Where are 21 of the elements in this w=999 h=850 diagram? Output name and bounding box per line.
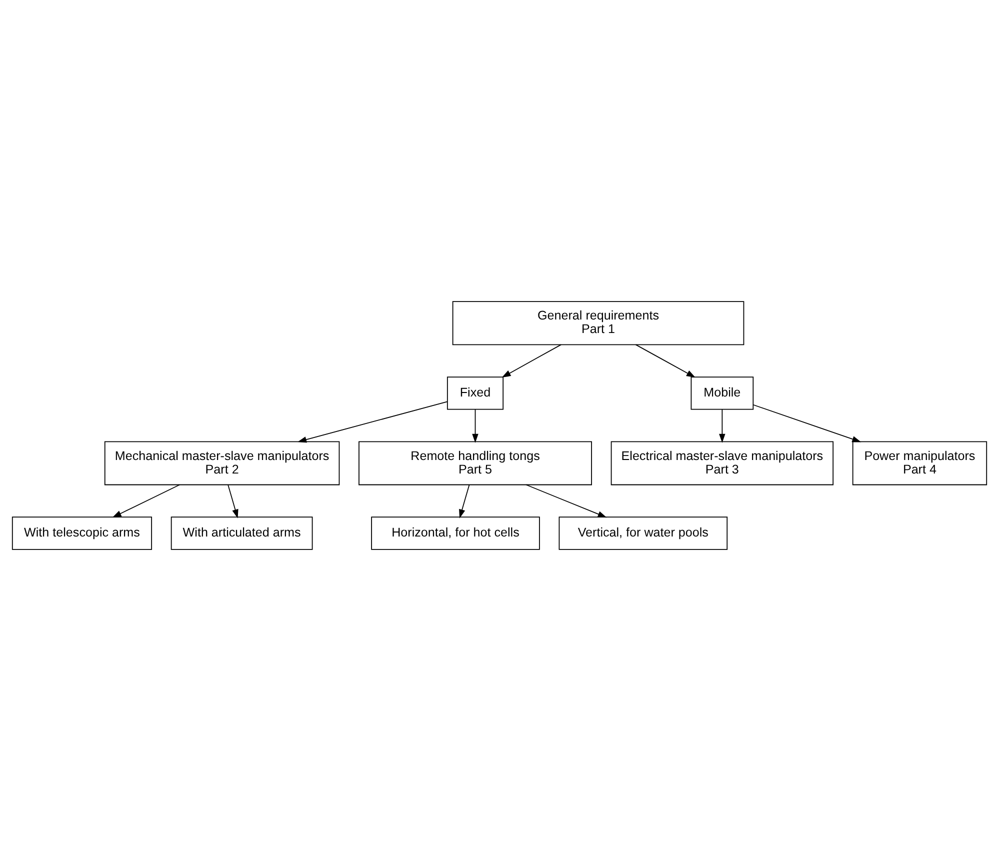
node-box: With telescopic arms (12, 516, 152, 550)
node-box: Power manipulators Part 4 (852, 440, 988, 485)
node-box: Vertical, for water pools (558, 516, 728, 550)
arrow (526, 484, 607, 518)
arrow (459, 484, 470, 518)
node-box: Mechanical master-slave manipulators Part 2 (104, 440, 340, 485)
arrow (719, 408, 726, 442)
arrow (472, 408, 478, 442)
arrow (112, 484, 180, 518)
node-box: Fixed (446, 376, 504, 410)
node-box: Electrical master-slave manipulators Part 3 (610, 440, 834, 485)
node-box: Mobile (690, 376, 754, 410)
arrow (228, 484, 238, 518)
node-box: General requirements Part 1 (452, 300, 744, 345)
node-box: Remote handling tongs Part 5 (358, 440, 592, 485)
arrow (753, 404, 862, 442)
node-box: With articulated arms (170, 516, 313, 550)
arrow (502, 344, 562, 378)
node-box: Horizontal, for hot cells (371, 516, 540, 550)
arrow (635, 344, 696, 378)
arrow (297, 400, 448, 442)
